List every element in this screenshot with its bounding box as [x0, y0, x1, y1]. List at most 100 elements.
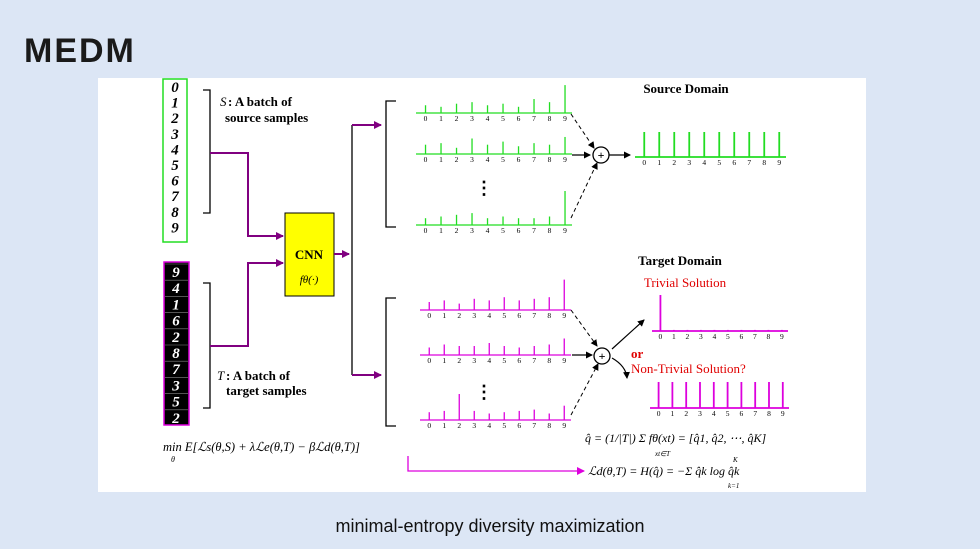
hist-tick-label: 5 — [502, 356, 506, 365]
objective-formula: min E[ℒs(θ,S) + λℒe(θ,T) − βℒd(θ,T)] — [163, 440, 360, 454]
cnn-label: CNN — [295, 247, 324, 262]
target-to-cnn-arrow — [210, 259, 284, 347]
hist-tick-label: 6 — [517, 311, 521, 320]
source-digit: 9 — [171, 220, 179, 236]
hist-tick-label: 4 — [486, 226, 490, 235]
hist-tick-label: 7 — [532, 114, 536, 123]
hist-tick-label: 2 — [457, 421, 461, 430]
source-digit: 2 — [170, 111, 179, 127]
source-dots: ⋮ — [475, 178, 493, 198]
source-domain-title: Source Domain — [643, 81, 729, 96]
hist-tick-label: 4 — [702, 158, 706, 167]
hist-tick-label: 7 — [532, 421, 536, 430]
target-digit: 7 — [172, 362, 180, 378]
target-domain-title: Target Domain — [638, 253, 722, 268]
target-digit: 2 — [171, 411, 180, 427]
hist-tick-label: 1 — [657, 158, 661, 167]
hist-tick-label: 1 — [672, 332, 676, 341]
hist-tick-label: 0 — [424, 114, 428, 123]
source-digit: 0 — [171, 80, 179, 96]
hist-tick-label: 2 — [455, 114, 459, 123]
hist-tick-label: 4 — [486, 155, 490, 164]
target-label-line1: : A batch of — [226, 368, 291, 383]
hist-tick-label: 8 — [548, 226, 552, 235]
hist-tick-label: 1 — [442, 311, 446, 320]
source-label-line1: : A batch of — [228, 94, 293, 109]
source-to-cnn-arrow — [210, 152, 284, 240]
target-to-nontrivial-curve — [611, 357, 630, 379]
trivial-solution-label: Trivial Solution — [644, 275, 727, 290]
hist-tick-label: 6 — [740, 409, 744, 418]
target-digit: 1 — [172, 297, 180, 313]
non-trivial-solution-label: Non-Trivial Solution? — [631, 361, 746, 376]
hist-tick-label: 4 — [712, 409, 716, 418]
hist-tick-label: 8 — [548, 114, 552, 123]
hist-tick-label: 3 — [687, 158, 691, 167]
target-dots: ⋮ — [475, 382, 493, 402]
hist-tick-label: 2 — [455, 226, 459, 235]
hist-tick-label: 5 — [501, 114, 505, 123]
cnn-function: fθ(·) — [300, 274, 319, 286]
hist-tick-label: 3 — [470, 155, 474, 164]
hist-tick-label: 1 — [442, 421, 446, 430]
hist-tick-label: 3 — [470, 114, 474, 123]
hist-tick-label: 7 — [532, 311, 536, 320]
target-digit: 3 — [171, 378, 180, 394]
ld-sum-top: K — [732, 456, 738, 464]
hist-tick-label: 8 — [547, 421, 551, 430]
objective-subscript: θ — [171, 455, 175, 464]
hist-tick-label: 3 — [698, 409, 702, 418]
hist-tick-label: 1 — [671, 409, 675, 418]
source-label-symbol: S — [220, 94, 227, 109]
hist-tick-label: 2 — [686, 332, 690, 341]
hist-tick-label: 6 — [517, 226, 521, 235]
hist-tick-label: 5 — [501, 226, 505, 235]
source-dash-1 — [570, 113, 595, 149]
hist-tick-label: 3 — [472, 421, 476, 430]
target-digit: 6 — [172, 314, 180, 330]
hist-tick-label: 3 — [472, 356, 476, 365]
hist-tick-label: 0 — [424, 226, 428, 235]
hist-tick-label: 7 — [532, 356, 536, 365]
hist-tick-label: 9 — [781, 409, 785, 418]
hist-tick-label: 0 — [427, 421, 431, 430]
hist-tick-label: 8 — [547, 356, 551, 365]
or-label: or — [631, 346, 644, 361]
hist-tick-label: 7 — [753, 332, 757, 341]
target-digits-box — [163, 261, 190, 426]
hist-tick-label: 0 — [427, 311, 431, 320]
source-digit: 7 — [171, 189, 179, 205]
hist-tick-label: 9 — [562, 421, 566, 430]
source-hist-bracket — [385, 100, 396, 228]
hist-tick-label: 2 — [684, 409, 688, 418]
hist-tick-label: 2 — [455, 155, 459, 164]
hist-tick-label: 5 — [726, 332, 730, 341]
hist-tick-label: 1 — [439, 226, 443, 235]
hist-tick-label: 0 — [642, 158, 646, 167]
hist-tick-label: 2 — [457, 311, 461, 320]
target-sum-plus: + — [599, 349, 606, 363]
target-sum-node — [593, 347, 611, 365]
objective-to-ld-arrow — [407, 456, 585, 475]
hist-tick-label: 2 — [457, 356, 461, 365]
target-label-line2: target samples — [226, 383, 307, 398]
source-dash-3 — [570, 162, 598, 219]
hist-tick-label: 0 — [659, 332, 663, 341]
hist-tick-label: 1 — [442, 356, 446, 365]
source-digit: 3 — [170, 127, 179, 143]
target-to-trivial-arrow — [611, 319, 645, 350]
hist-tick-label: 4 — [487, 421, 491, 430]
hist-tick-label: 6 — [740, 332, 744, 341]
hist-tick-label: 1 — [439, 155, 443, 164]
target-digit: 5 — [172, 395, 180, 411]
target-dash-3 — [570, 363, 599, 416]
hist-tick-label: 4 — [713, 332, 717, 341]
hist-tick-label: 9 — [563, 226, 567, 235]
ld-formula: ℒd(θ,T) = H(q̂) = −Σ q̂k log q̂k — [588, 464, 740, 478]
hist-tick-label: 6 — [732, 158, 736, 167]
